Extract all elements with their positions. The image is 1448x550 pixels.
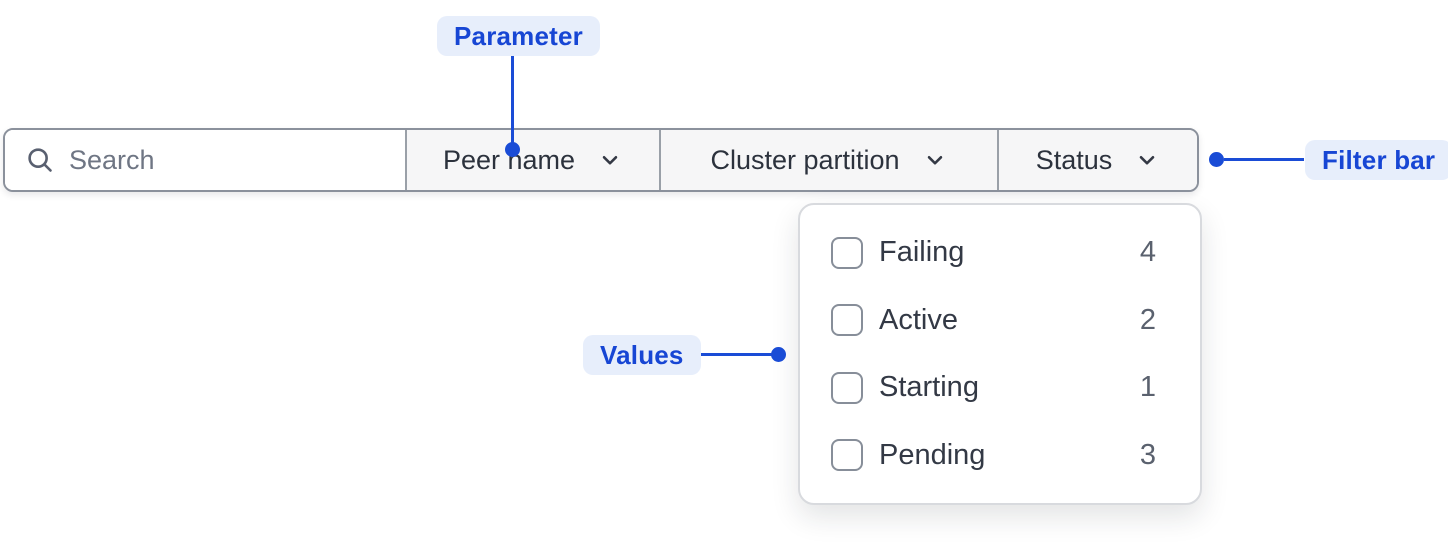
dropdown-option-active[interactable]: Active 2 bbox=[800, 287, 1200, 355]
search-input[interactable] bbox=[69, 144, 391, 176]
dropdown-option-starting[interactable]: Starting 1 bbox=[800, 354, 1200, 422]
peer-name-filter-dropdown[interactable]: Peer name bbox=[405, 130, 659, 190]
chevron-down-icon bbox=[1134, 147, 1160, 173]
parameter-connector-line bbox=[511, 56, 514, 146]
values-annotation-badge: Values bbox=[583, 335, 701, 375]
option-count: 3 bbox=[1139, 438, 1156, 471]
failing-checkbox[interactable] bbox=[831, 236, 863, 269]
values-connector-dot bbox=[771, 347, 786, 362]
pending-checkbox[interactable] bbox=[831, 439, 863, 472]
chevron-down-icon bbox=[922, 147, 948, 173]
filter-bar-annotation-badge: Filter bar bbox=[1305, 140, 1448, 180]
option-count: 1 bbox=[1139, 371, 1156, 404]
parameter-annotation-badge: Parameter bbox=[437, 16, 600, 56]
option-count: 2 bbox=[1139, 303, 1156, 336]
values-connector-line bbox=[694, 353, 774, 356]
cluster-partition-filter-dropdown[interactable]: Cluster partition bbox=[659, 130, 997, 190]
option-label: Failing bbox=[879, 236, 965, 269]
option-count: 4 bbox=[1139, 236, 1156, 269]
active-checkbox[interactable] bbox=[831, 304, 863, 337]
option-label: Pending bbox=[879, 438, 986, 471]
search-icon bbox=[25, 145, 55, 175]
filter-bar-connector-line bbox=[1224, 158, 1304, 161]
dropdown-option-pending[interactable]: Pending 3 bbox=[800, 422, 1200, 490]
search-section bbox=[5, 130, 405, 190]
status-values-dropdown-panel: Failing 4 Active 2 Starting 1 Pending 3 bbox=[798, 203, 1202, 505]
dropdown-option-failing[interactable]: Failing 4 bbox=[800, 219, 1200, 287]
option-label: Active bbox=[879, 303, 958, 336]
parameter-connector-dot bbox=[505, 142, 520, 157]
cluster-partition-filter-label: Cluster partition bbox=[710, 144, 900, 175]
starting-checkbox[interactable] bbox=[831, 371, 863, 404]
status-filter-dropdown[interactable]: Status bbox=[997, 130, 1197, 190]
status-filter-label: Status bbox=[1035, 144, 1113, 175]
option-label: Starting bbox=[879, 371, 979, 404]
filter-bar-connector-dot bbox=[1209, 152, 1224, 167]
chevron-down-icon bbox=[597, 147, 623, 173]
filter-bar: Peer name Cluster partition Status bbox=[3, 128, 1199, 192]
